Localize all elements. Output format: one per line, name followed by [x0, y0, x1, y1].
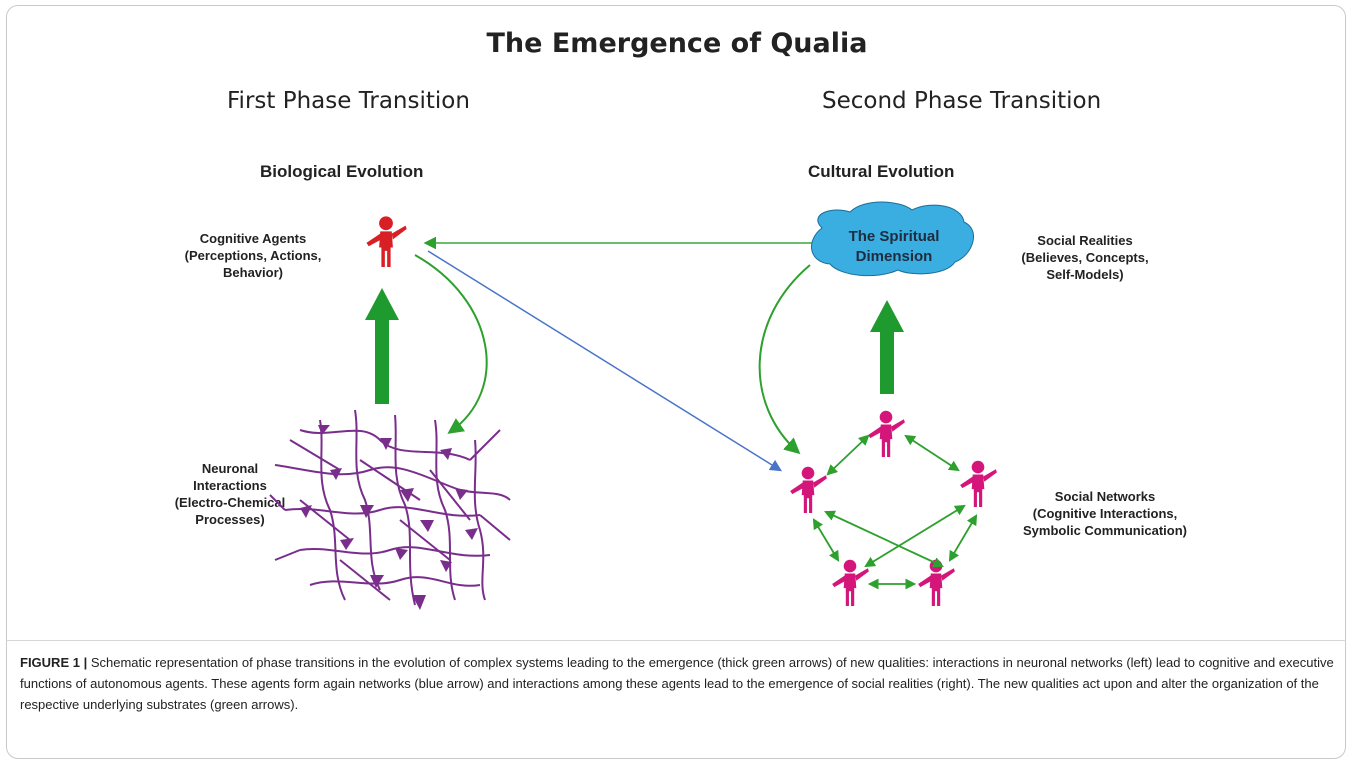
thick-emergence-arrow-left	[365, 288, 399, 404]
cloud-label: The Spiritual Dimension	[848, 228, 940, 265]
cognitive-agents-label: Cognitive Agents (Perceptions, Actions, …	[184, 231, 322, 280]
figure-caption: FIGURE 1 | Schematic representation of p…	[20, 652, 1340, 715]
social-agent-left	[790, 466, 827, 513]
neuronal-network	[269, 409, 511, 606]
first-phase-heading: First Phase Transition	[227, 88, 470, 114]
caption-figure-label: FIGURE 1 |	[20, 655, 88, 670]
biological-evolution-label: Biological Evolution	[260, 162, 424, 181]
thick-emergence-arrow-right	[870, 300, 904, 394]
cognitive-agent-figure	[366, 216, 407, 267]
spiritual-dimension-cloud	[811, 201, 974, 277]
caption-text: Schematic representation of phase transi…	[20, 655, 1334, 712]
feedback-arrow-right	[758, 264, 811, 455]
social-networks-label: Social Networks (Cognitive Interactions,…	[1023, 489, 1187, 538]
social-realities-label: Social Realities (Believes, Concepts, Se…	[1021, 233, 1149, 282]
social-agent-bottom-right	[918, 559, 955, 606]
neuron-bodies	[300, 425, 478, 610]
figure-title: The Emergence of Qualia	[486, 28, 868, 59]
neuronal-interactions-label: Neuronal Interactions (Electro-Chemical …	[174, 461, 286, 527]
social-agent-bottom-left	[832, 559, 869, 606]
figure-frame	[6, 5, 1346, 759]
caption-divider	[6, 640, 1346, 641]
feedback-arrow-left	[414, 254, 488, 434]
blue-network-arrow	[427, 250, 783, 472]
social-agent-right	[960, 460, 997, 507]
diagram-graphics	[269, 201, 997, 610]
second-phase-heading: Second Phase Transition	[822, 88, 1102, 114]
cultural-evolution-label: Cultural Evolution	[808, 162, 955, 181]
social-agent-top	[868, 410, 905, 457]
social-interaction-arrows	[812, 434, 978, 590]
